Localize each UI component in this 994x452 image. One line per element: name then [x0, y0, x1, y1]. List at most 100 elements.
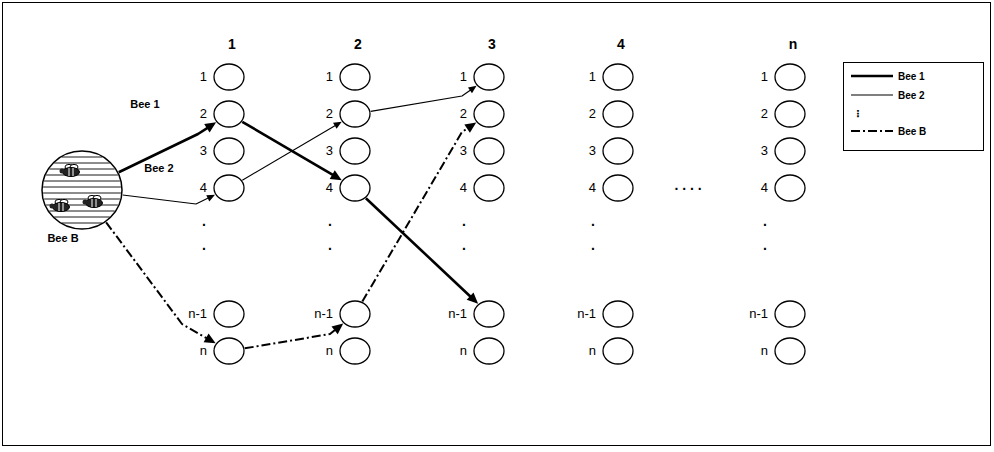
row-number: n-1: [748, 307, 769, 321]
bee-head: [50, 204, 55, 209]
node-outline: [473, 174, 505, 202]
row-number: 2: [325, 107, 334, 121]
row-number: 3: [760, 144, 769, 158]
row-number: n-1: [576, 307, 597, 321]
legend-sample: [851, 94, 893, 95]
legend-label: ⋮: [853, 108, 863, 119]
node-outline: [213, 100, 245, 128]
state-node: n-1: [213, 300, 245, 328]
bee-line: [242, 122, 334, 176]
node-circle: [775, 64, 805, 90]
arrow-head: [331, 323, 343, 334]
state-node: 2: [774, 100, 806, 128]
hive-stripe: [54, 217, 110, 218]
node-outline: [774, 100, 806, 128]
row-number: 2: [199, 107, 208, 121]
node-circle: [775, 138, 805, 164]
arrow-head: [467, 293, 478, 304]
hive-outline: [42, 151, 122, 229]
legend-sample: [851, 130, 893, 132]
node-circle: [340, 138, 370, 164]
bee-stripe: [69, 168, 70, 176]
row-number: 4: [760, 181, 769, 195]
row-number: 1: [199, 70, 208, 84]
node-circle: [340, 338, 370, 364]
node-circle: [603, 175, 633, 201]
bee-stripe: [73, 168, 74, 176]
node-circle: [474, 64, 504, 90]
state-node: n: [774, 337, 806, 365]
node-circle: [603, 301, 633, 327]
hive-stripe: [46, 175, 118, 176]
node-outline: [774, 300, 806, 328]
bee-body: [53, 203, 70, 212]
state-node: 3: [473, 137, 505, 165]
node-circle: [340, 101, 370, 127]
bee-line: [242, 125, 336, 180]
row-number: n: [325, 344, 334, 358]
node-outline: [774, 137, 806, 165]
node-circle: [603, 101, 633, 127]
node-circle: [474, 338, 504, 364]
row-number: n-1: [447, 307, 468, 321]
row-number: 2: [760, 107, 769, 121]
arrow-head: [468, 86, 477, 93]
node-circle: [775, 338, 805, 364]
state-node: 2: [602, 100, 634, 128]
node-outline: [774, 337, 806, 365]
column-number: 3: [488, 37, 496, 52]
state-node: n: [473, 337, 505, 365]
legend-label: Bee 1: [898, 71, 925, 82]
state-node: n-1: [602, 300, 634, 328]
row-number: 4: [459, 181, 468, 195]
node-outline: [213, 174, 245, 202]
row-number: 3: [325, 144, 334, 158]
bee-head: [83, 200, 88, 205]
row-number: n-1: [187, 307, 208, 321]
state-node: 2: [339, 100, 371, 128]
bee-label: Bee 1: [129, 98, 160, 110]
node-outline: [339, 63, 371, 91]
column-number: 1: [228, 37, 236, 52]
state-node: 4: [774, 174, 806, 202]
node-outline: [602, 300, 634, 328]
row-number: n-1: [313, 307, 334, 321]
state-node: n: [602, 337, 634, 365]
bee-line: [362, 127, 469, 301]
state-node: 3: [213, 137, 245, 165]
row-number: n: [199, 344, 208, 358]
state-node: 1: [473, 63, 505, 91]
node-circle: [775, 175, 805, 201]
bee-body: [63, 168, 80, 177]
state-node: 4: [473, 174, 505, 202]
node-circle: [214, 175, 244, 201]
row-number: 4: [325, 181, 334, 195]
node-circle: [474, 175, 504, 201]
state-node: 4: [213, 174, 245, 202]
state-node: 1: [339, 63, 371, 91]
node-outline: [774, 63, 806, 91]
bee-stripe: [92, 199, 93, 207]
ellipsis-dots: . . . .: [674, 178, 701, 193]
node-outline: [213, 300, 245, 328]
bee-stripe: [63, 203, 64, 211]
node-outline: [339, 137, 371, 165]
node-circle: [214, 338, 244, 364]
node-outline: [473, 63, 505, 91]
arrow-head: [204, 122, 216, 132]
node-outline: [602, 137, 634, 165]
state-node: n: [213, 337, 245, 365]
ellipsis-dot: .: [462, 214, 466, 229]
state-node: n-1: [774, 300, 806, 328]
bee-line: [245, 329, 337, 348]
column-number: 2: [354, 37, 362, 52]
node-circle: [340, 175, 370, 201]
hive-stripe: [62, 157, 103, 158]
row-number: 1: [325, 70, 334, 84]
arrow-head: [464, 122, 476, 132]
bee-path: [123, 195, 215, 204]
hive-stripe: [43, 187, 121, 188]
node-outline: [602, 63, 634, 91]
ellipsis-dot: .: [202, 238, 206, 253]
ellipsis-dot: .: [763, 238, 767, 253]
